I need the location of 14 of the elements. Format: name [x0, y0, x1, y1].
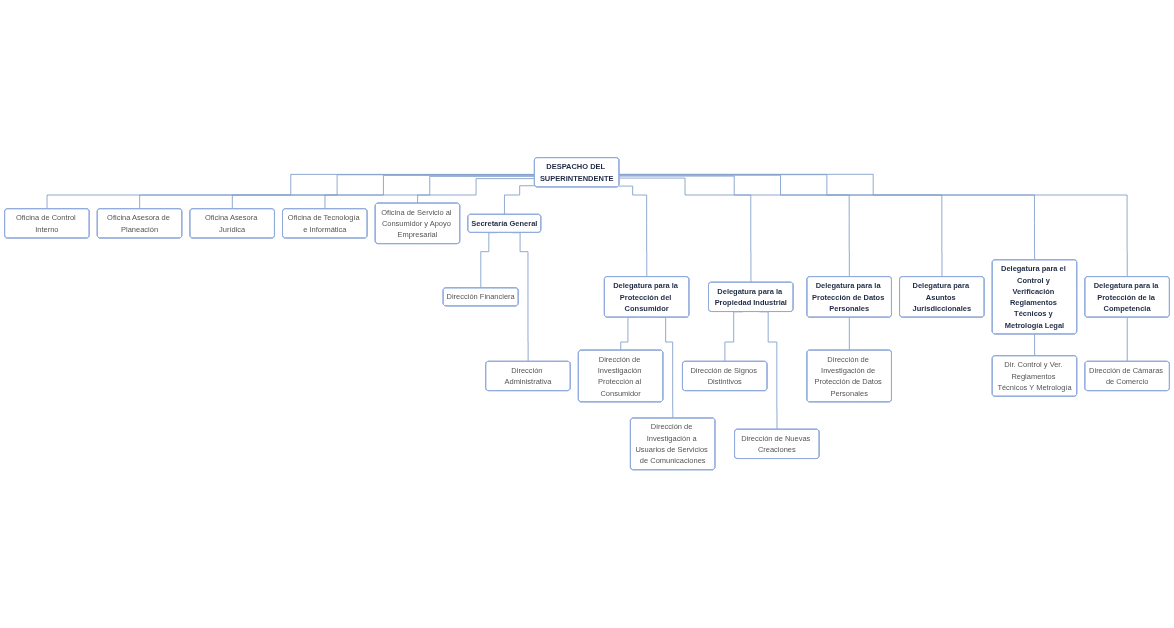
connector — [324, 176, 536, 210]
connector — [1034, 334, 1036, 357]
connector — [618, 174, 1128, 278]
connector — [139, 174, 536, 210]
connector — [618, 186, 648, 278]
connector — [618, 175, 850, 278]
connector — [618, 175, 943, 278]
connector — [504, 185, 536, 216]
connector — [618, 177, 752, 284]
connector — [46, 174, 536, 210]
connector — [231, 175, 536, 210]
connector — [417, 178, 536, 205]
connector — [848, 317, 850, 352]
connector — [1126, 317, 1128, 363]
